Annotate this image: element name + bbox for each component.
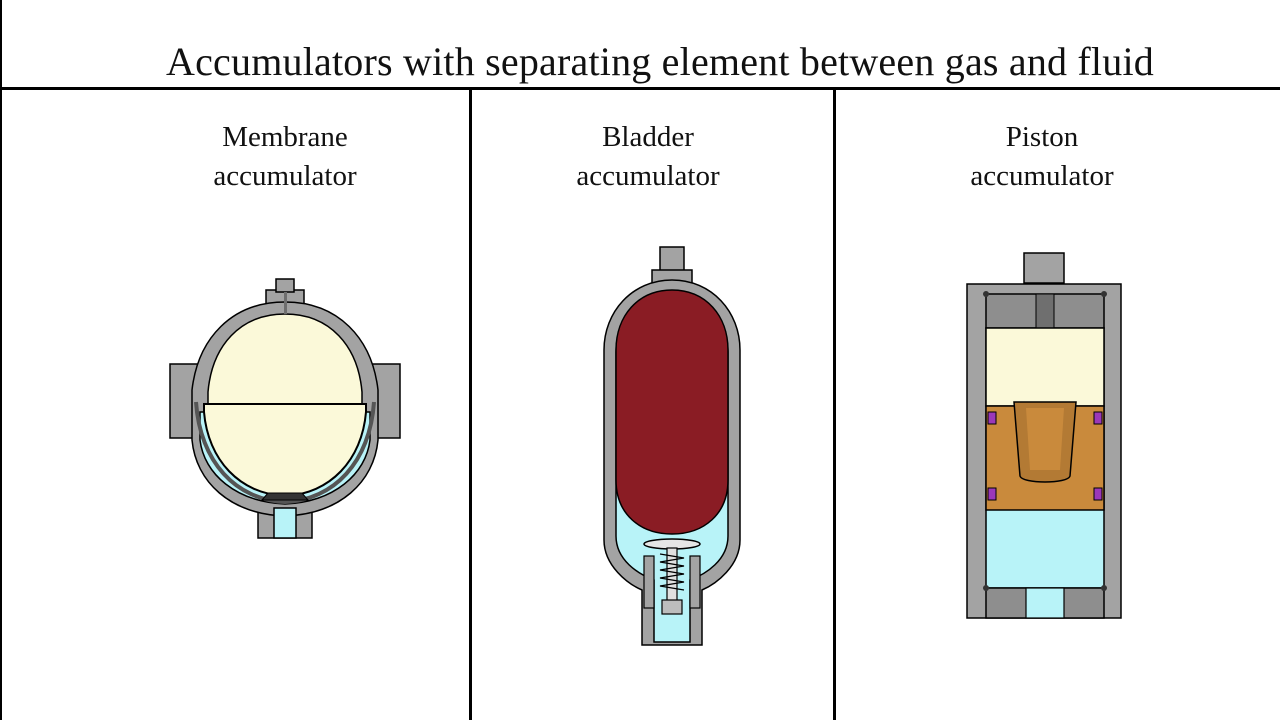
membrane-label-line1: Membrane — [222, 121, 348, 153]
title-divider — [0, 87, 1280, 90]
bladder-poppet-spring — [659, 553, 685, 591]
piston-cup-highlight — [1026, 408, 1064, 470]
piston-gas — [985, 327, 1105, 407]
piston-seal-bottom-left — [987, 487, 997, 501]
column-divider-2 — [833, 90, 836, 720]
piston-fluid-port — [1025, 587, 1065, 619]
piston-bolt-br — [1101, 585, 1107, 591]
bladder-element — [615, 289, 729, 535]
page-title: Accumulators with separating element bet… — [166, 39, 1154, 84]
membrane-gas-channel — [284, 292, 287, 314]
piston-bolt-tl — [983, 291, 989, 297]
piston-seal-top-left — [987, 411, 997, 425]
piston-label: Piston accumulator — [912, 118, 1172, 196]
bladder-accumulator — [603, 246, 741, 646]
column-divider-1 — [469, 90, 472, 720]
piston-bolt-bl — [983, 585, 989, 591]
membrane-fluid-port — [273, 507, 297, 539]
bladder-label-line1: Bladder — [602, 121, 694, 153]
membrane-label-line2: accumulator — [213, 160, 357, 192]
piston-gas-channel — [1035, 293, 1055, 329]
bladder-port-wall-right — [689, 555, 701, 609]
membrane-gas-valve — [275, 278, 295, 293]
piston-seal-top-right — [1093, 411, 1103, 425]
bladder-poppet-nut — [661, 599, 683, 615]
piston-accumulator — [966, 252, 1122, 619]
membrane-closing-button — [260, 492, 310, 501]
piston-gas-valve — [1023, 252, 1065, 284]
bladder-label-line2: accumulator — [576, 160, 720, 192]
piston-bolt-tr — [1101, 291, 1107, 297]
membrane-edge — [194, 401, 376, 505]
bladder-label: Bladder accumulator — [518, 118, 778, 196]
left-border — [0, 0, 2, 720]
piston-label-line2: accumulator — [970, 160, 1114, 192]
membrane-label: Membrane accumulator — [155, 118, 415, 196]
piston-label-line1: Piston — [1005, 121, 1079, 153]
membrane-accumulator — [169, 278, 401, 539]
piston-seal-bottom-right — [1093, 487, 1103, 501]
bladder-port-wall-left — [643, 555, 655, 609]
